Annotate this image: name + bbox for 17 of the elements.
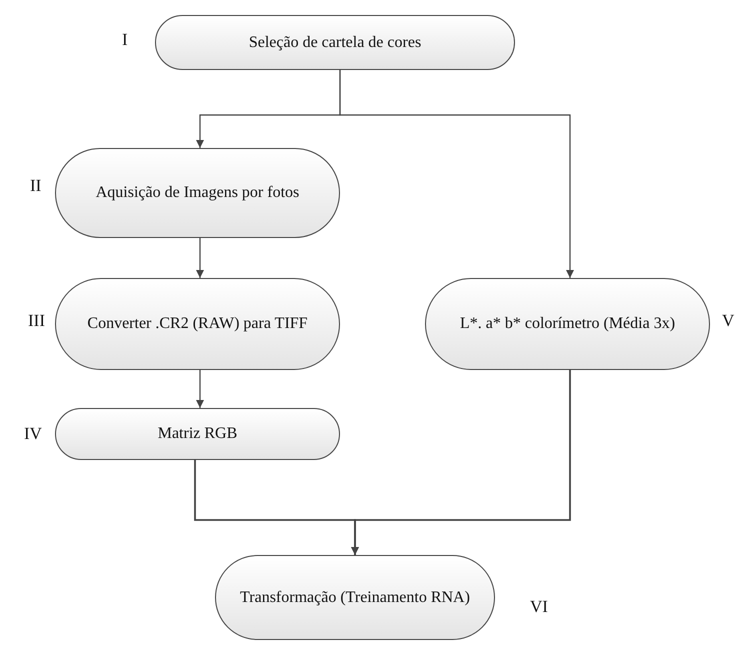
step-number: II [30,176,42,196]
arrow [196,238,204,278]
step-number: VI [530,597,548,617]
step-number: I [122,30,128,50]
arrow [351,370,571,555]
step-text: Transformação (Treinamento RNA) [240,588,470,608]
step-number: III [28,311,45,331]
arrow [196,370,204,408]
step-number: IV [24,424,42,444]
terminal-box [55,408,340,460]
step-text: L*. a* b* colorímetro (Média 3x) [460,314,676,334]
step-text: Seleção de cartela de cores [248,32,422,53]
step-text: Converter .CR2 (RAW) para TIFF [87,314,308,334]
arrow [339,70,574,278]
step-number: V [722,311,734,331]
step-text: Matriz RGB [158,424,238,444]
step-text: Aquisição de Imagens por fotos [96,183,300,204]
